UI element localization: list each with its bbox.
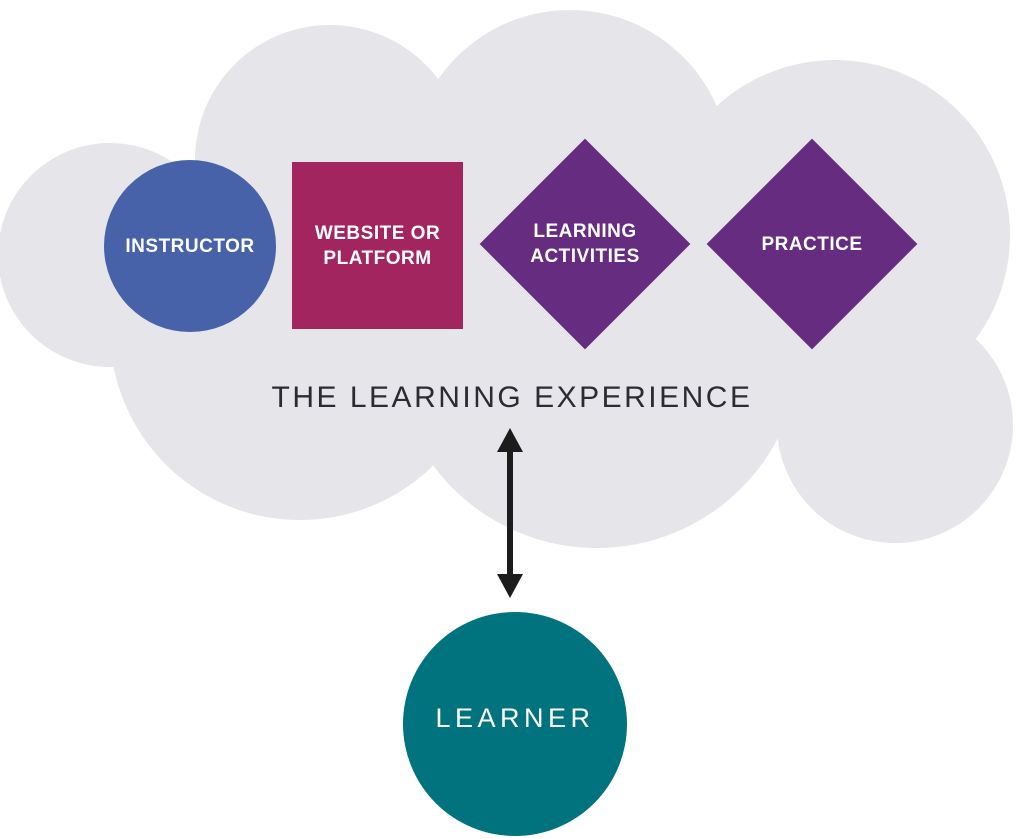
learning-activities-label-lines: LEARNING ACTIVITIES xyxy=(530,219,640,269)
double-arrow xyxy=(497,428,523,598)
instructor-label: INSTRUCTOR xyxy=(125,235,255,257)
practice-label-wrap: PRACTICE xyxy=(707,139,917,349)
learning-activities-label: LEARNING ACTIVITIES xyxy=(480,139,690,349)
node-instructor: INSTRUCTOR xyxy=(104,160,276,332)
node-practice: PRACTICE xyxy=(706,138,918,350)
arrow-head-down xyxy=(497,574,523,598)
node-learning-activities: LEARNING ACTIVITIES xyxy=(479,138,691,350)
website-or-platform-label-line2: PLATFORM xyxy=(323,247,432,269)
practice-label: PRACTICE xyxy=(761,233,863,255)
double-arrow-connector xyxy=(497,428,523,598)
learner-label: LEARNER xyxy=(435,702,595,733)
cloud-bump xyxy=(777,307,1013,543)
arrow-head-up xyxy=(497,428,523,452)
learning-activities-label-line2: ACTIVITIES xyxy=(530,246,640,267)
node-learner: LEARNER xyxy=(403,612,627,836)
website-or-platform-label-line1: WEBSITE OR xyxy=(314,222,441,244)
website-or-platform-label: WEBSITE OR PLATFORM xyxy=(315,221,440,271)
learning-activities-label-line1: LEARNING xyxy=(533,221,637,242)
cloud-title: THE LEARNING EXPERIENCE xyxy=(271,381,753,414)
node-website-or-platform: WEBSITE OR PLATFORM xyxy=(292,162,463,329)
